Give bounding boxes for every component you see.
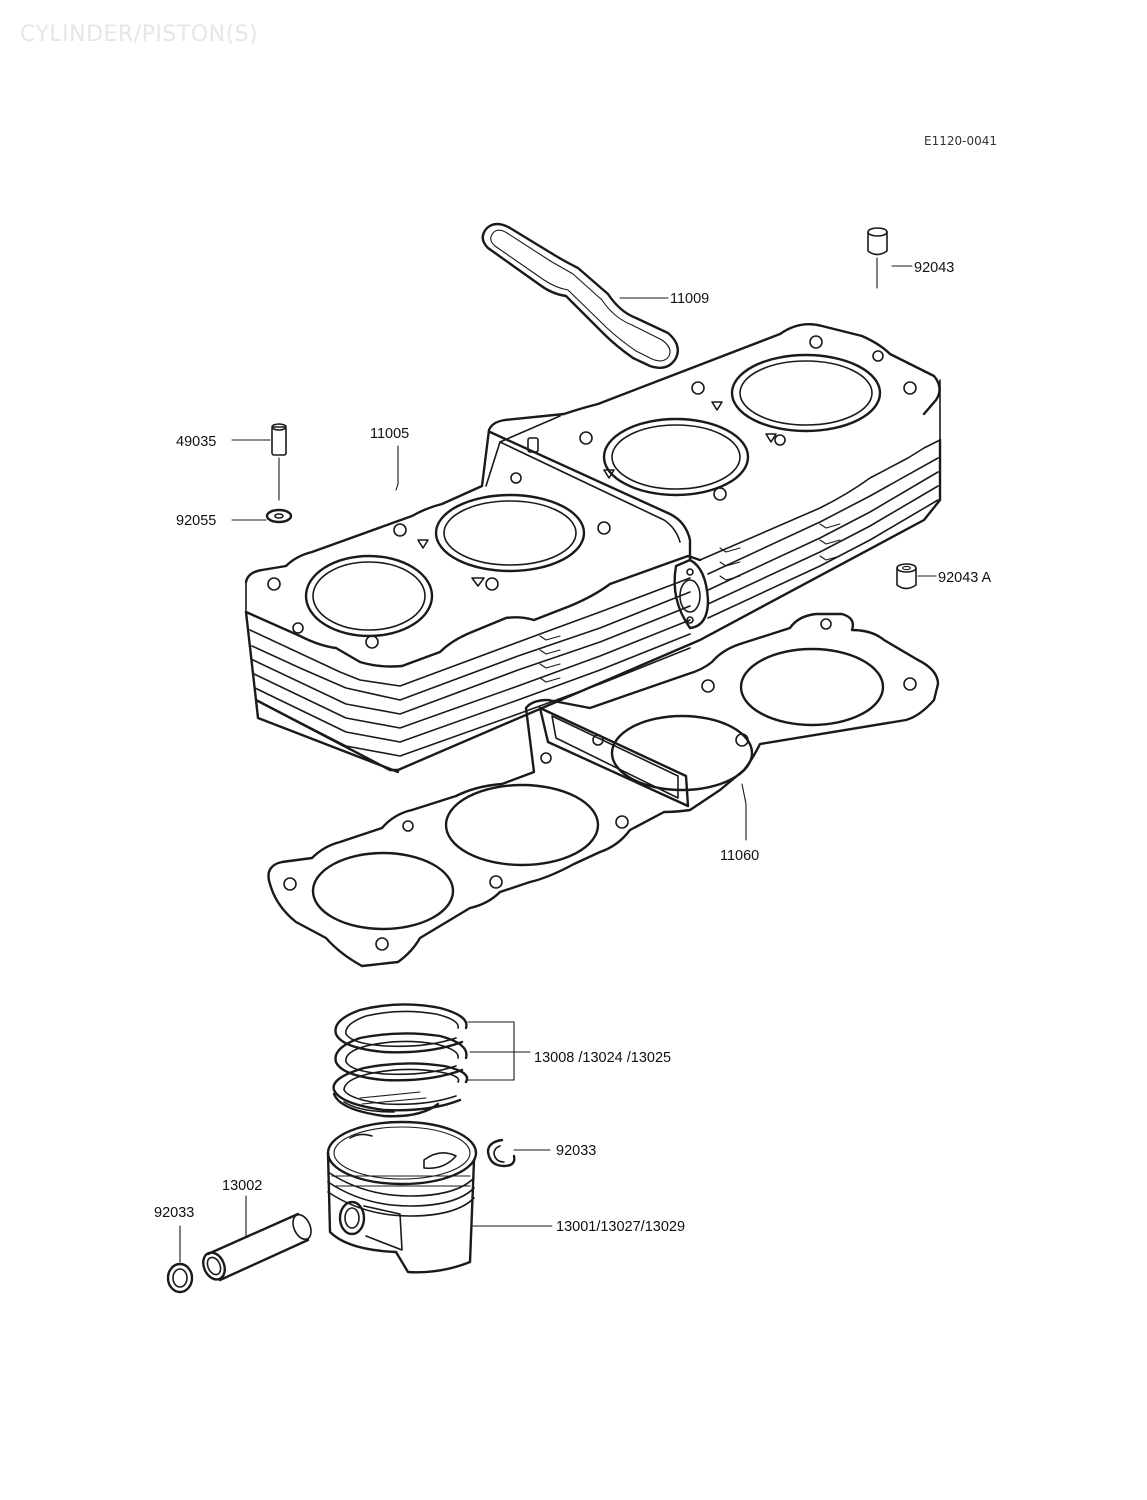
washer-92055	[265, 508, 293, 524]
part-labels: 11009 92043 49035 11005 92055 92043 A 11…	[154, 260, 992, 1235]
cylinder-block	[244, 323, 942, 774]
dowel-pin-92043	[867, 227, 888, 289]
label-92033-right: 92033	[556, 1143, 596, 1159]
label-11009: 11009	[670, 291, 709, 307]
label-piston-rings: 13008 /13024 /13025	[534, 1050, 671, 1066]
label-11005: 11005	[370, 426, 409, 442]
leader-lines	[231, 265, 937, 841]
label-92043a: 92043 A	[938, 570, 992, 586]
diagram-code: E1120-0041	[924, 134, 997, 148]
dowel-pin-92043a	[896, 563, 917, 590]
label-piston: 13001/13027/13029	[556, 1219, 685, 1235]
label-11060: 11060	[720, 848, 759, 864]
label-92055: 92055	[176, 513, 216, 529]
label-49035: 49035	[176, 434, 216, 450]
piston-rings	[332, 1003, 531, 1118]
piston	[326, 1120, 553, 1274]
piston-pin	[202, 1195, 312, 1282]
circlip-right	[486, 1138, 551, 1168]
label-13002: 13002	[222, 1178, 262, 1194]
head-cover-gasket	[481, 222, 679, 369]
circlip-left	[166, 1225, 194, 1294]
stud-49035	[271, 423, 287, 501]
diagram-title: CYLINDER/PISTON(S)	[20, 22, 259, 47]
cylinder-base-gasket	[267, 612, 940, 968]
label-92033-left: 92033	[154, 1205, 194, 1221]
label-92043: 92043	[914, 260, 954, 276]
